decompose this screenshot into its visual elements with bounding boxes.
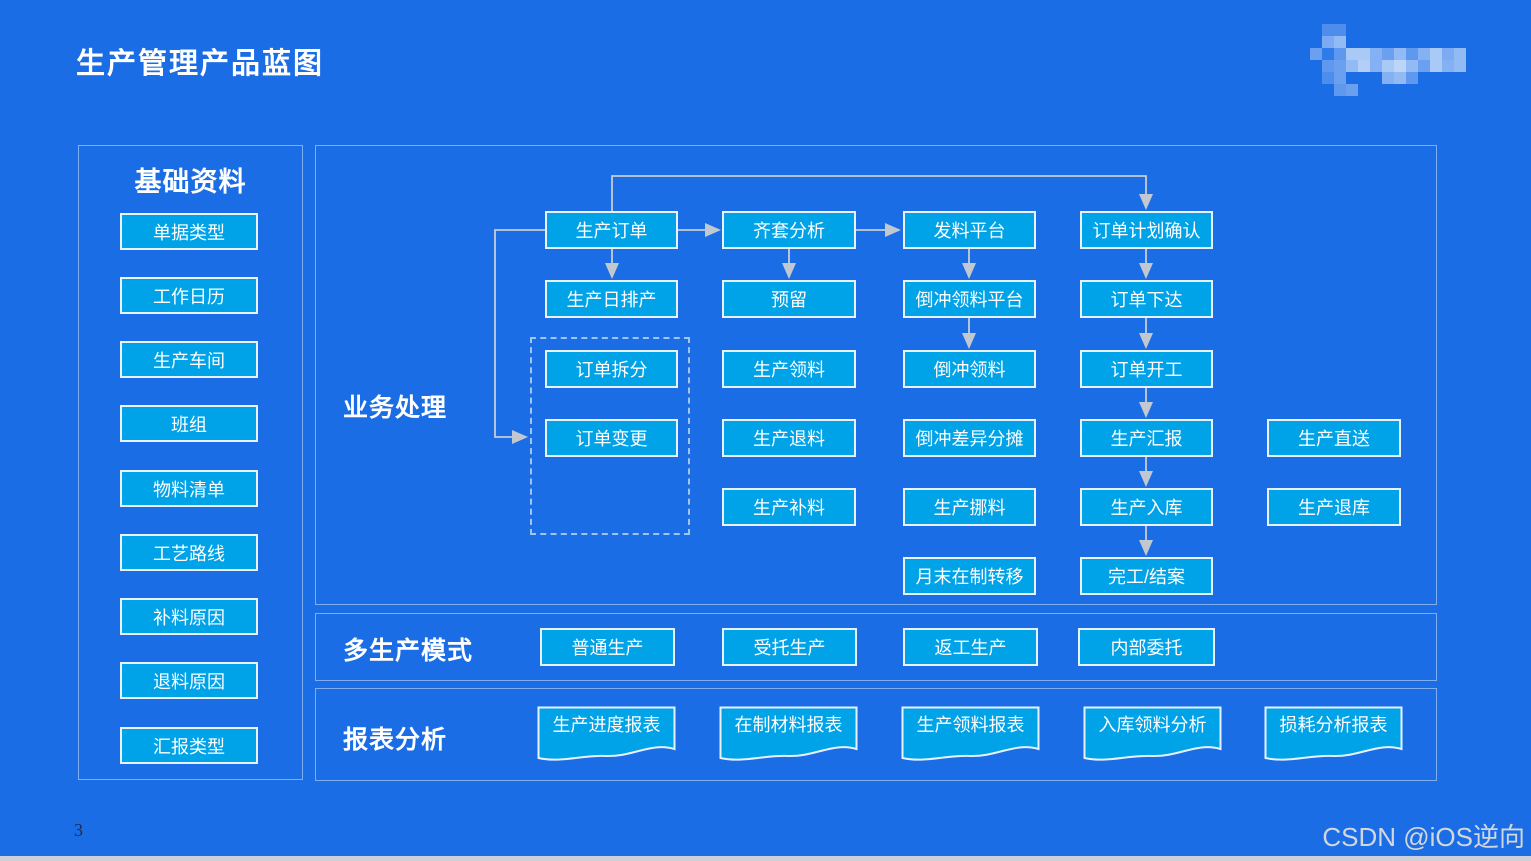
- flow-node-complete-close: 完工/结案: [1080, 557, 1213, 595]
- page-number: 3: [74, 820, 83, 840]
- sidebar-item-team-group: 班组: [120, 405, 258, 442]
- bottom-edge-strip: [0, 856, 1531, 861]
- sidebar-item-bom: 物料清单: [120, 470, 258, 507]
- report-label: 在制材料报表: [734, 715, 843, 735]
- report-loss-analysis: 损耗分析报表: [1264, 706, 1403, 764]
- flow-node-production-picking: 生产领料: [722, 350, 856, 388]
- report-production-picking: 生产领料报表: [901, 706, 1040, 764]
- flow-node-order-split: 订单拆分: [545, 350, 678, 388]
- flow-node-order-release: 订单下达: [1080, 280, 1213, 318]
- report-analysis-panel: [315, 688, 1437, 781]
- mode-rework-production: 返工生产: [903, 628, 1038, 666]
- watermark-text: CSDN @iOS逆向: [1322, 822, 1525, 852]
- sidebar-item-return-reason: 退料原因: [120, 662, 258, 699]
- flow-node-order-start: 订单开工: [1080, 350, 1213, 388]
- mode-consigned-production: 受托生产: [722, 628, 857, 666]
- flow-node-backflush-variance-allocation: 倒冲差异分摊: [903, 419, 1036, 457]
- flow-node-production-warehouse-return: 生产退库: [1267, 488, 1401, 526]
- flow-node-month-end-wip-transfer: 月末在制转移: [903, 557, 1036, 595]
- flow-node-order-plan-confirm: 订单计划确认: [1080, 211, 1213, 249]
- report-analysis-title: 报表分析: [343, 726, 448, 754]
- business-processing-panel: [315, 145, 1437, 605]
- sidebar-item-production-workshop: 生产车间: [120, 341, 258, 378]
- flow-node-production-order: 生产订单: [545, 211, 678, 249]
- flow-node-production-replenish: 生产补料: [722, 488, 856, 526]
- production-modes-title: 多生产模式: [343, 637, 474, 665]
- report-label: 生产领料报表: [916, 715, 1025, 735]
- flow-node-production-direct-delivery: 生产直送: [1267, 419, 1401, 457]
- basic-data-panel: 基础资料: [78, 145, 303, 780]
- sidebar-item-work-calendar: 工作日历: [120, 277, 258, 314]
- report-label: 生产进度报表: [552, 715, 661, 735]
- page-title: 生产管理产品蓝图: [76, 48, 325, 80]
- flow-node-order-change: 订单变更: [545, 419, 678, 457]
- flow-node-production-warehousing: 生产入库: [1080, 488, 1213, 526]
- flow-node-production-material-transfer: 生产挪料: [903, 488, 1036, 526]
- report-label: 入库领料分析: [1098, 715, 1207, 735]
- report-wip-material: 在制材料报表: [719, 706, 858, 764]
- mode-internal-commission: 内部委托: [1078, 628, 1215, 666]
- basic-data-title: 基础资料: [134, 167, 247, 197]
- production-modes-panel: [315, 613, 1437, 681]
- sidebar-item-report-type: 汇报类型: [120, 727, 258, 764]
- report-warehousing-picking-analysis: 入库领料分析: [1083, 706, 1222, 764]
- flow-node-production-report: 生产汇报: [1080, 419, 1213, 457]
- mode-normal-production: 普通生产: [540, 628, 675, 666]
- sidebar-item-document-type: 单据类型: [120, 213, 258, 250]
- sidebar-item-process-route: 工艺路线: [120, 534, 258, 571]
- flow-node-daily-scheduling: 生产日排产: [545, 280, 678, 318]
- flow-node-production-return: 生产退料: [722, 419, 856, 457]
- flow-node-reserve: 预留: [722, 280, 856, 318]
- flow-node-backflush-issue-platform: 倒冲领料平台: [903, 280, 1036, 318]
- report-label: 损耗分析报表: [1279, 715, 1388, 735]
- report-production-progress: 生产进度报表: [537, 706, 676, 764]
- flow-node-backflush-picking: 倒冲领料: [903, 350, 1036, 388]
- blurred-logo: [1306, 22, 1478, 100]
- flow-node-kitting-analysis: 齐套分析: [722, 211, 856, 249]
- sidebar-item-replenish-reason: 补料原因: [120, 598, 258, 635]
- flow-node-material-issue-platform: 发料平台: [903, 211, 1036, 249]
- business-processing-title: 业务处理: [343, 394, 448, 422]
